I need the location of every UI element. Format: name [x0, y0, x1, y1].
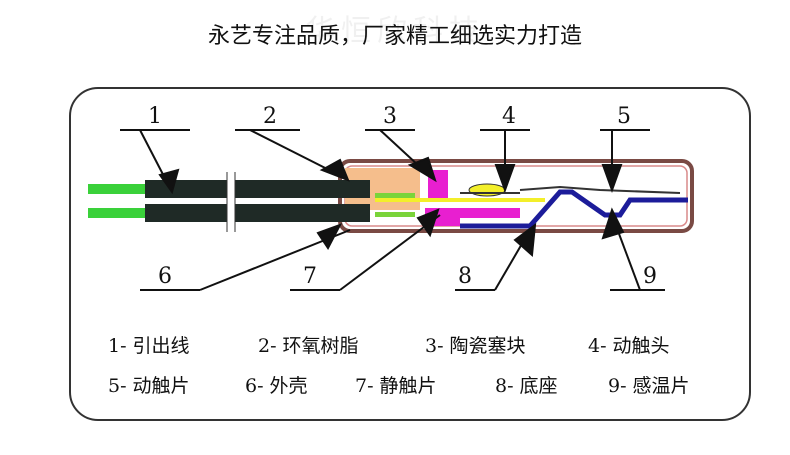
legend-item: 8- 底座 [495, 375, 558, 397]
legend-item: 5- 动触片 [108, 375, 190, 397]
diagram-frame [69, 87, 751, 421]
legend-item: 6- 外壳 [245, 375, 308, 397]
legend-item: 4- 动触头 [588, 335, 670, 357]
watermark: 华恒欣科技 [305, 14, 485, 49]
lead-wires [88, 172, 370, 232]
callout-2: 2 [263, 104, 277, 129]
page-title: 永艺专注品质，厂家精工细选实力打造 [207, 24, 582, 49]
callout-4: 4 [502, 104, 516, 129]
moving-contact-head [468, 183, 506, 197]
terminal-top [375, 193, 415, 198]
legend-item: 2- 环氧树脂 [258, 335, 359, 357]
legend-item: 1- 引出线 [108, 335, 190, 357]
moving-contact-strip [460, 185, 681, 194]
legend-item: 3- 陶瓷塞块 [425, 335, 526, 357]
base [460, 189, 688, 229]
terminal-bottom [375, 212, 415, 217]
callout-9: 9 [643, 264, 657, 289]
ceramic-plug-lower [425, 208, 520, 226]
callout-1: 1 [148, 104, 162, 129]
legend-item: 9- 感温片 [608, 375, 690, 397]
callout-arrows [120, 129, 665, 291]
legend-item: 7- 静触片 [355, 375, 437, 397]
legend: 1- 引出线 2- 环氧树脂 3- 陶瓷塞块 4- 动触头 5- 动触片 6- … [108, 335, 690, 397]
callout-5: 5 [617, 104, 631, 129]
callout-7: 7 [303, 264, 317, 289]
callout-6: 6 [158, 264, 172, 289]
callout-8: 8 [458, 264, 472, 289]
callout-3: 3 [383, 104, 397, 129]
